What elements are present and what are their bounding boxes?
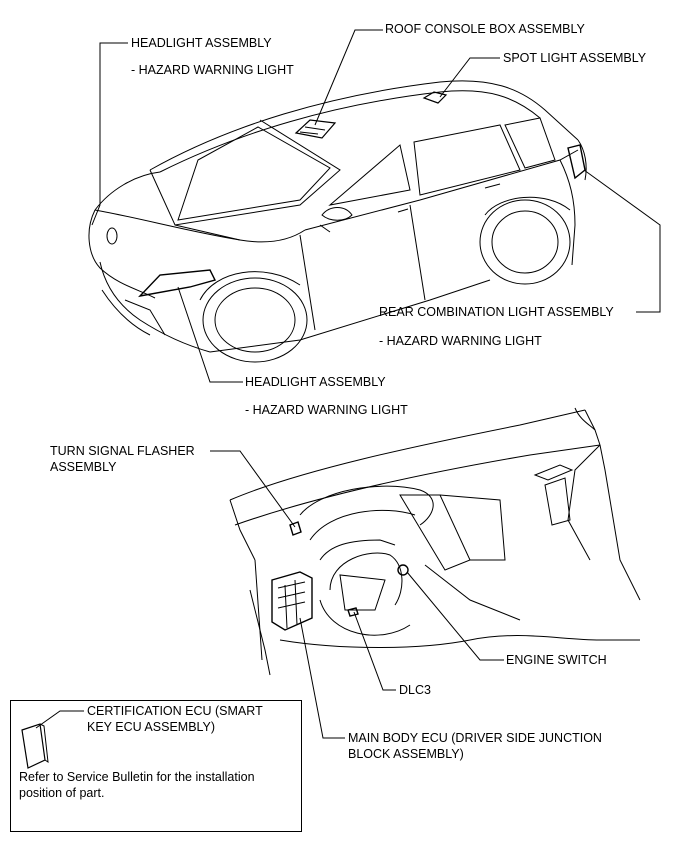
installation-note-line1: Refer to Service Bulletin for the instal… [19, 770, 255, 784]
spot-light-label: SPOT LIGHT ASSEMBLY [503, 51, 647, 65]
dashboard-illustration [229, 407, 641, 676]
leader-lines [35, 29, 661, 739]
certification-ecu-label-line2: KEY ECU ASSEMBLY) [87, 720, 216, 734]
turn-signal-label-line1: TURN SIGNAL FLASHER [50, 444, 195, 458]
rear-combination-label: REAR COMBINATION LIGHT ASSEMBLY [379, 305, 614, 319]
engine-switch-label: ENGINE SWITCH [506, 653, 607, 667]
certification-ecu-note-box [10, 700, 302, 832]
rear-combination-sublabel: - HAZARD WARNING LIGHT [379, 334, 542, 348]
dlc3-label: DLC3 [399, 683, 431, 697]
certification-ecu-illustration [21, 723, 49, 769]
turn-signal-label-line2: ASSEMBLY [50, 460, 117, 474]
vehicle-illustration [88, 80, 587, 363]
main-body-ecu-label-line1: MAIN BODY ECU (DRIVER SIDE JUNCTION [348, 731, 602, 745]
headlight-bottom-sublabel: - HAZARD WARNING LIGHT [245, 403, 408, 417]
headlight-top-sublabel: - HAZARD WARNING LIGHT [131, 63, 294, 77]
headlight-top-label: HEADLIGHT ASSEMBLY [131, 36, 272, 50]
installation-note-line2: position of part. [19, 786, 105, 800]
certification-ecu-label-line1: CERTIFICATION ECU (SMART [87, 704, 263, 718]
roof-console-label: ROOF CONSOLE BOX ASSEMBLY [385, 22, 585, 36]
headlight-bottom-label: HEADLIGHT ASSEMBLY [245, 375, 386, 389]
main-body-ecu-label-line2: BLOCK ASSEMBLY) [348, 747, 464, 761]
